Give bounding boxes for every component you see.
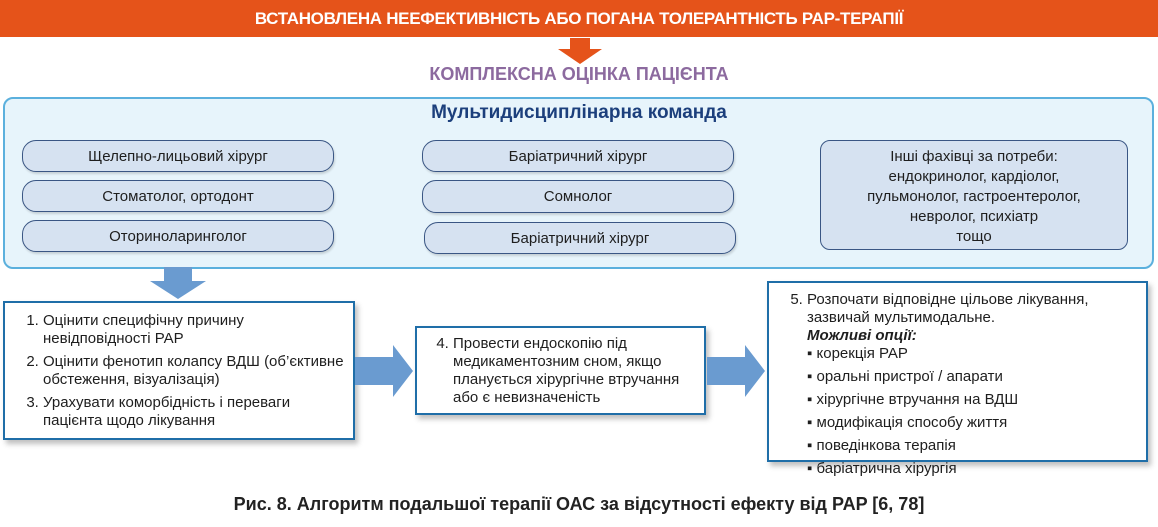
option-item: поведінкова терапія: [807, 437, 1146, 455]
option-item: оральні пристрої / апарати: [807, 368, 1146, 386]
options-label: Можливі опції:: [807, 327, 917, 344]
others-line: Інші фахівці за потреби:: [890, 148, 1058, 165]
option-item: хірургічне втручання на ВДШ: [807, 391, 1146, 409]
team-title: Мультидисциплінарна команда: [431, 102, 727, 123]
other-specialists: Інші фахівці за потреби: ендокринолог, к…: [820, 140, 1128, 250]
team-member: Щелепно-лицьовий хірург: [22, 140, 334, 172]
arrow-down-blue-icon: [150, 267, 206, 299]
others-line: невролог, психіатр: [909, 208, 1039, 225]
step-4: Провести ендоскопію під медикаментозним …: [453, 335, 704, 407]
option-item: баріатрична хірургія: [807, 460, 1146, 478]
step-1: Оцінити специфічну причину невідповіднос…: [43, 312, 353, 348]
team-member: Баріатричний хірург: [424, 222, 736, 254]
figure-caption: Рис. 8. Алгоритм подальшої терапії ОАС з…: [233, 494, 925, 514]
subtitle: КОМПЛЕКСНА ОЦІНКА ПАЦІЄНТА: [429, 64, 729, 84]
arrow-right-icon: [707, 345, 765, 397]
step-3: Урахувати коморбідність і переваги паціє…: [43, 394, 353, 430]
step-box-1-3: Оцінити специфічну причину невідповіднос…: [3, 301, 355, 440]
step-5-text: Розпочати відповідне цільове лікування, …: [807, 291, 1089, 326]
others-line: пульмонолог, гастроентеролог,: [867, 188, 1081, 205]
option-item: модифікація способу життя: [807, 414, 1146, 432]
options-list: корекція PAP оральні пристрої / апарати …: [807, 345, 1146, 478]
step-box-4: Провести ендоскопію під медикаментозним …: [415, 326, 706, 415]
step-5: Розпочати відповідне цільове лікування, …: [807, 291, 1146, 478]
step-box-5: Розпочати відповідне цільове лікування, …: [767, 281, 1148, 477]
team-member: Оториноларинголог: [22, 220, 334, 252]
others-line: тощо: [956, 228, 992, 245]
team-member: Сомнолог: [422, 180, 734, 213]
others-line: ендокринолог, кардіолог,: [888, 168, 1060, 185]
team-member: Баріатричний хірург: [422, 140, 734, 172]
header-banner: ВСТАНОВЛЕНА НЕЕФЕКТИВНІСТЬ АБО ПОГАНА ТО…: [0, 0, 1158, 37]
step-2: Оцінити фенотип колапсу ВДШ (об’єктивне …: [43, 353, 353, 389]
team-member: Стоматолог, ортодонт: [22, 180, 334, 212]
arrow-down-orange-icon: [558, 38, 602, 64]
arrow-right-icon: [355, 345, 413, 397]
option-item: корекція PAP: [807, 345, 1146, 363]
